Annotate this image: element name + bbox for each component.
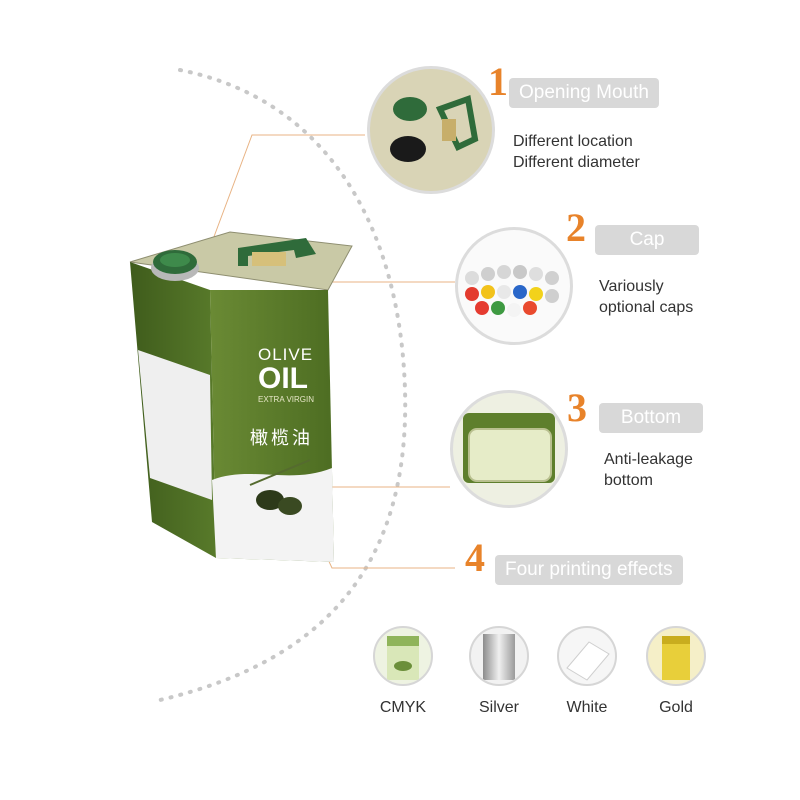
- feature-4-title: Four printing effects: [495, 555, 683, 585]
- silver-label: Silver: [478, 699, 519, 716]
- opening-mouth-image: [367, 66, 495, 194]
- feature-3-number: 3: [567, 385, 587, 430]
- feature-2-number: 2: [566, 205, 586, 250]
- feature-2-desc-2: optional caps: [599, 299, 694, 316]
- white-label: White: [566, 699, 608, 716]
- gold-effect-image: [646, 626, 706, 686]
- feature-1-title: Opening Mouth: [509, 78, 659, 108]
- white-effect-image: [557, 626, 617, 686]
- feature-1-number: 1: [488, 59, 508, 104]
- feature-4-number: 4: [465, 535, 485, 580]
- gold-label: Gold: [659, 699, 693, 716]
- silver-effect-image: [469, 626, 529, 686]
- feature-1-desc-1: Different location: [513, 133, 633, 150]
- olive-oil-can: [129, 231, 353, 562]
- can-brand-line2: OIL: [258, 362, 308, 395]
- connector-line-1: [211, 134, 365, 243]
- can-chinese-name: 橄榄油: [250, 428, 313, 448]
- can-subtitle: EXTRA VIRGIN: [258, 395, 315, 404]
- feature-3-desc-1: Anti-leakage: [604, 451, 693, 468]
- can-brand-line1: OLIVE: [258, 345, 314, 364]
- feature-3-desc-2: bottom: [604, 472, 653, 489]
- cmyk-label: CMYK: [379, 699, 427, 716]
- bottom-image: [450, 390, 568, 508]
- feature-2-title: Cap: [595, 225, 699, 255]
- feature-2-desc-1: Variously: [599, 278, 664, 295]
- feature-1-desc-2: Different diameter: [513, 154, 640, 171]
- caps-image: [455, 227, 573, 345]
- cmyk-effect-image: [373, 626, 433, 686]
- feature-3-title: Bottom: [599, 403, 703, 433]
